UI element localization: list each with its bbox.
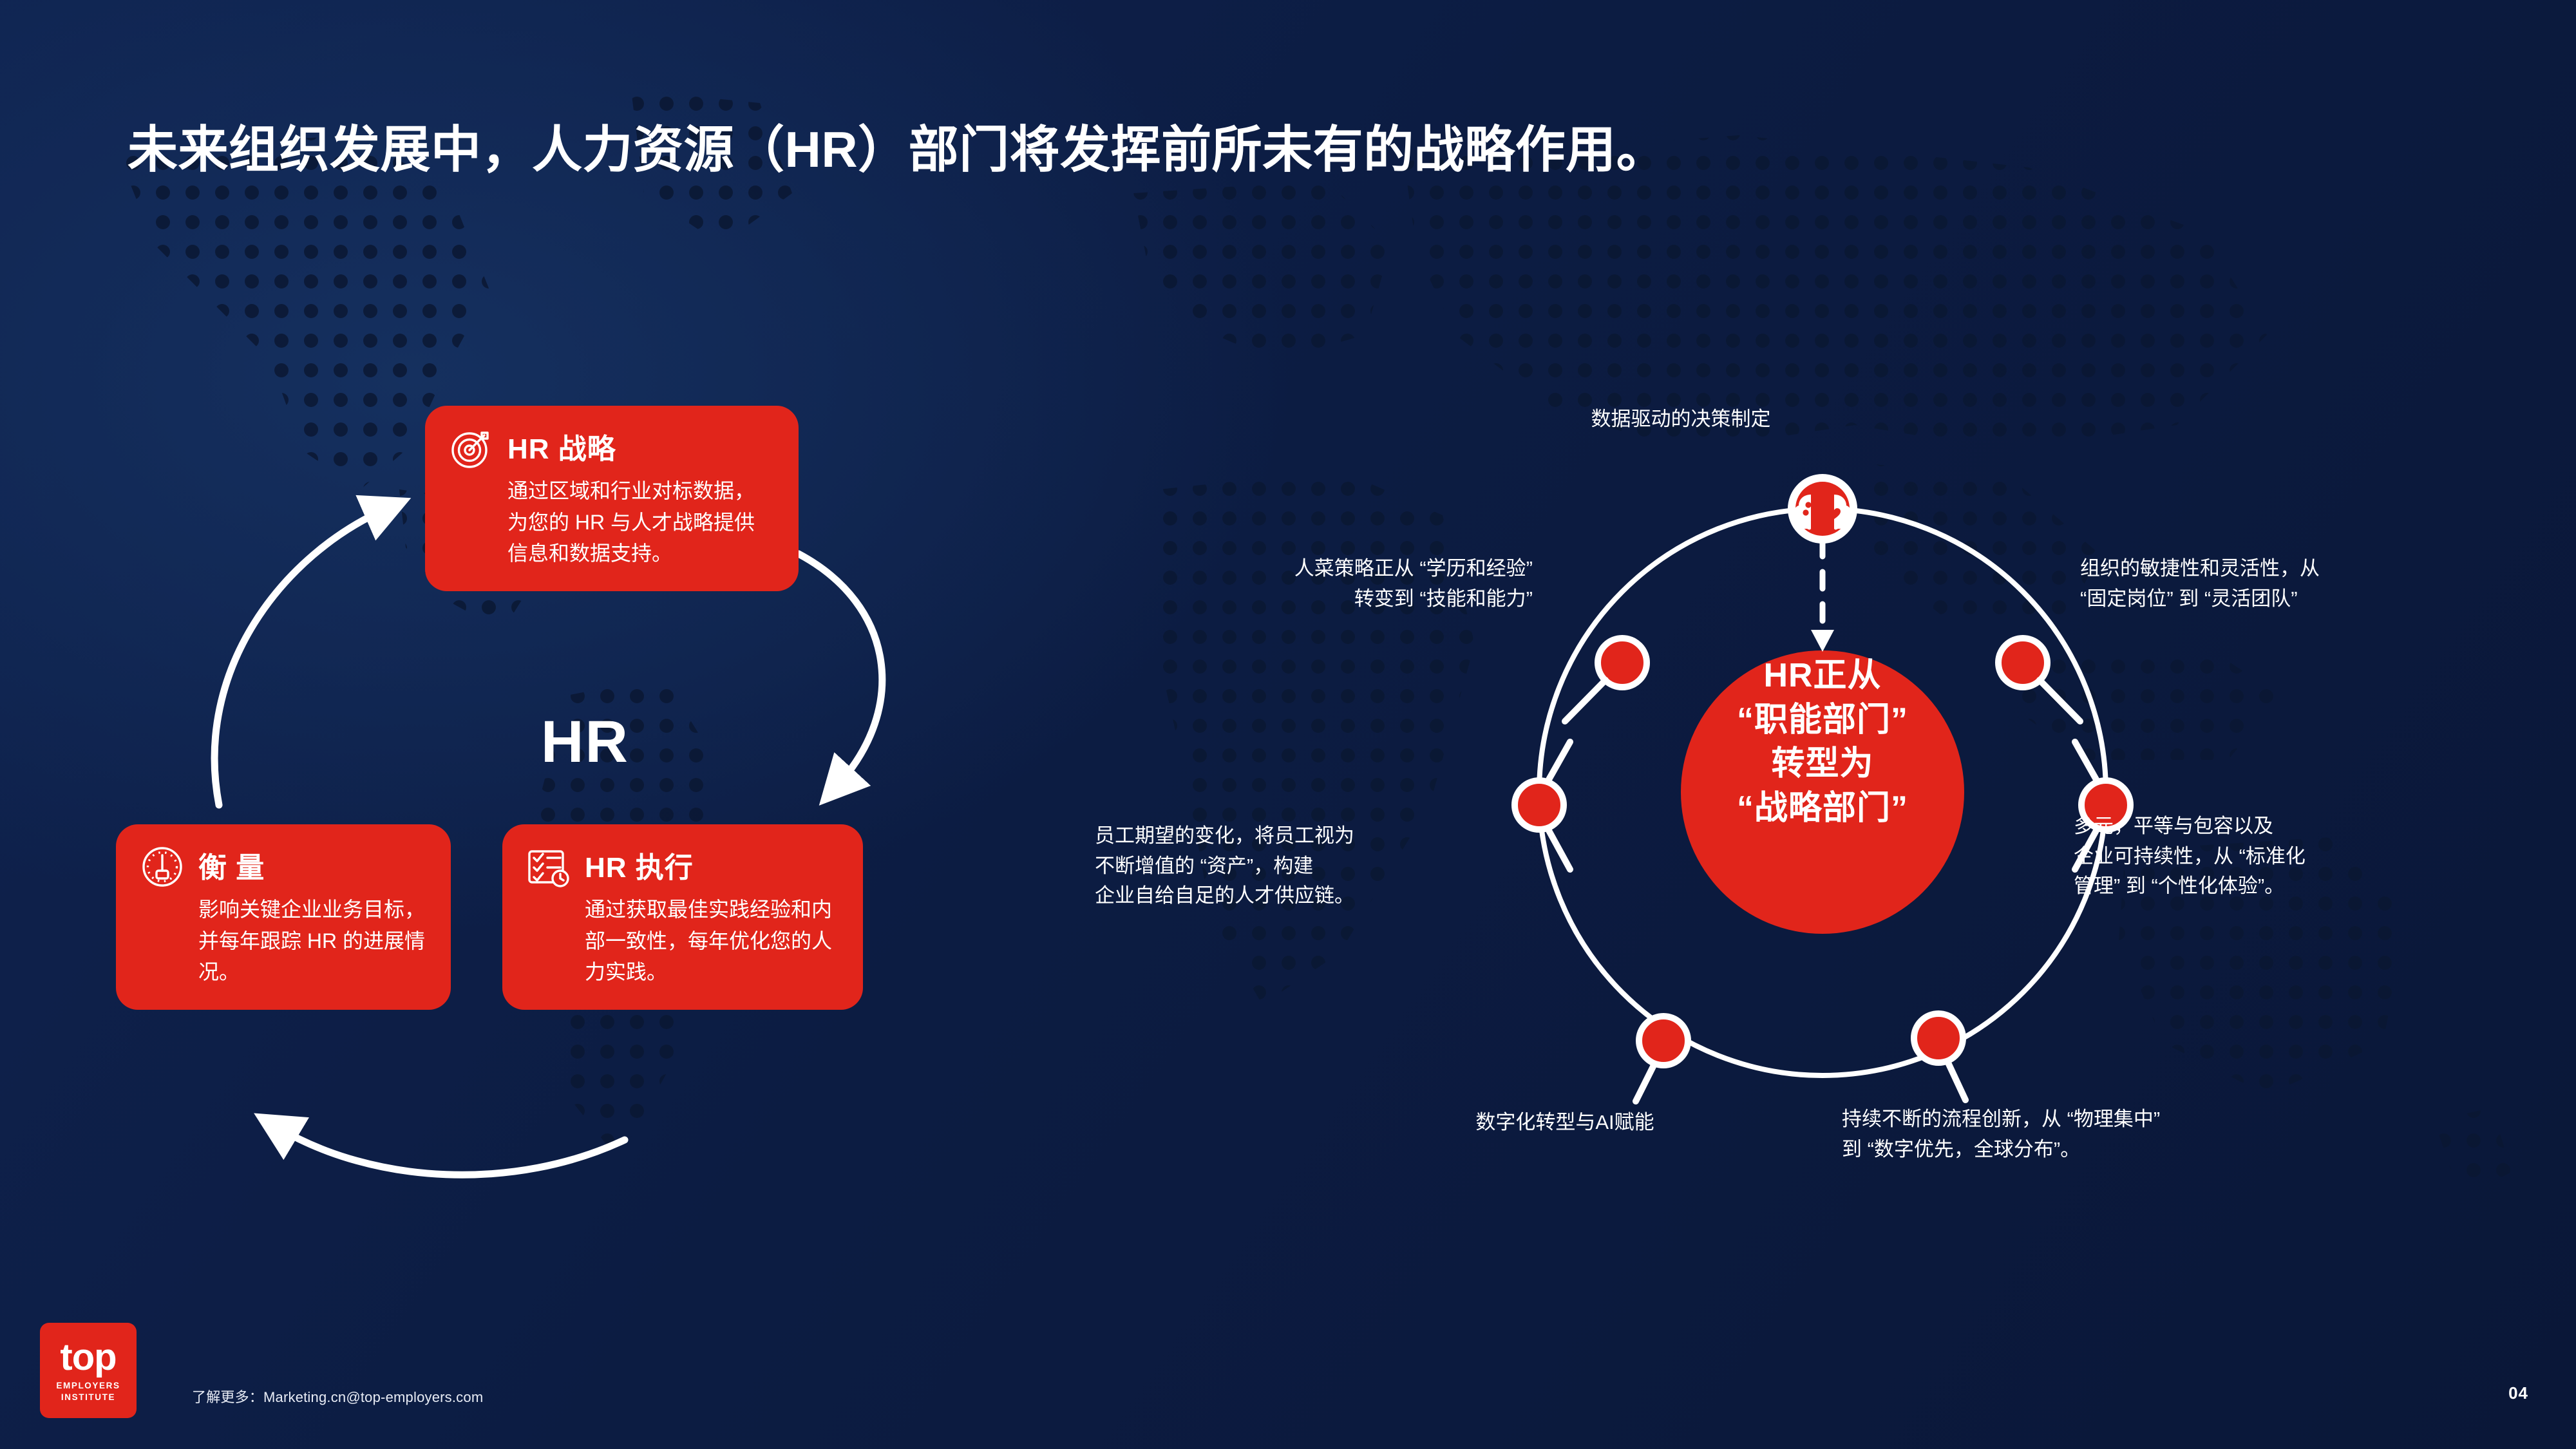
brain-node	[1788, 474, 1857, 544]
logo-subtitle-employers: EMPLOYERS	[56, 1380, 120, 1390]
ring-label-employee-expectations: 员工期望的变化，将员工视为 不断增值的 “资产”，构建 企业自给自足的人才供应链…	[1095, 824, 1354, 907]
card-hr-execution[interactable]: HR 执行 通过获取最佳实践经验和内部一致性，每年优化您的人力实践。	[502, 824, 863, 1010]
hr-cycle-center-label: HR	[541, 709, 629, 775]
page-number: 04	[2508, 1383, 2528, 1403]
logo-subtitle-institute: INSTITUTE	[61, 1392, 116, 1403]
circle-diagram-graphics	[1511, 474, 2134, 1104]
dashed-arrowhead	[1811, 630, 1834, 652]
card-title: HR 战略	[507, 433, 616, 465]
gauge-icon	[139, 844, 185, 890]
ring-node-bottom-left	[1633, 1013, 1691, 1104]
hr-cycle-diagram: HR HR 战略 通过区域和行业对标数据，为您的 HR 与人才战略提供信息和数据…	[116, 361, 1121, 1198]
card-header: HR 战略	[448, 428, 774, 471]
card-header: HR 执行	[526, 846, 838, 890]
top-employers-institute-logo: top EMPLOYERS INSTITUTE	[40, 1323, 137, 1418]
ring-node-mid-left	[1511, 739, 1573, 873]
ring-label-organizational-agility: 组织的敏捷性和灵活性，从 “固定岗位” 到 “灵活团队”	[2080, 557, 2320, 610]
checklist-clock-icon	[526, 844, 572, 890]
ring-node-upper-left	[1562, 635, 1650, 724]
card-title: HR 执行	[585, 852, 694, 884]
ring-label-digital-transformation-ai: 数字化转型与AI赋能	[1475, 1111, 1654, 1133]
card-header: 衡 量	[139, 846, 426, 890]
hr-transformation-circle-diagram: HR正从 “职能部门” 转型为 “战略部门” 数据驱动的决策制定 人菜策略正从 …	[1095, 361, 2550, 1224]
footer-contact-text: 了解更多：Marketing.cn@top-employers.com	[192, 1389, 484, 1405]
ring-node-mid-right	[2072, 739, 2134, 873]
page-title: 未来组织发展中，人力资源（HR）部门将发挥前所未有的战略作用。	[128, 121, 1667, 178]
ring-label-process-innovation: 持续不断的流程创新，从 “物理集中” 到 “数字优先，全球分布”。	[1842, 1108, 2161, 1160]
card-body: 影响关键企业业务目标，并每年跟踪 HR 的进展情况。	[198, 898, 426, 984]
ring-node-upper-right	[1995, 635, 2083, 724]
target-icon	[448, 425, 495, 471]
cycle-arrows	[211, 495, 886, 1179]
logo-wordmark: top	[60, 1336, 117, 1378]
card-measure[interactable]: 衡 量 影响关键企业业务目标，并每年跟踪 HR 的进展情况。	[116, 824, 451, 1010]
card-hr-strategy[interactable]: HR 战略 通过区域和行业对标数据，为您的 HR 与人才战略提供信息和数据支持。	[425, 406, 799, 591]
card-body: 通过区域和行业对标数据，为您的 HR 与人才战略提供信息和数据支持。	[507, 479, 755, 565]
card-title: 衡 量	[198, 852, 265, 884]
ring-label-talent-strategy: 人菜策略正从 “学历和经验” 转变到 “技能和能力”	[1294, 557, 1533, 610]
card-body: 通过获取最佳实践经验和内部一致性，每年优化您的人力实践。	[585, 898, 833, 984]
circle-center-text: HR正从 “职能部门” 转型为 “战略部门”	[1736, 657, 1908, 827]
center-circle	[1681, 650, 1964, 934]
ring-label-diversity-equity-inclusion: 多元，平等与包容以及 企业可持续性，从 “标准化 管理” 到 “个性化体验”。	[2074, 815, 2306, 897]
ring-label-data-driven-decisions: 数据驱动的决策制定	[1591, 408, 1771, 430]
ring-node-bottom-right	[1911, 1010, 1969, 1103]
